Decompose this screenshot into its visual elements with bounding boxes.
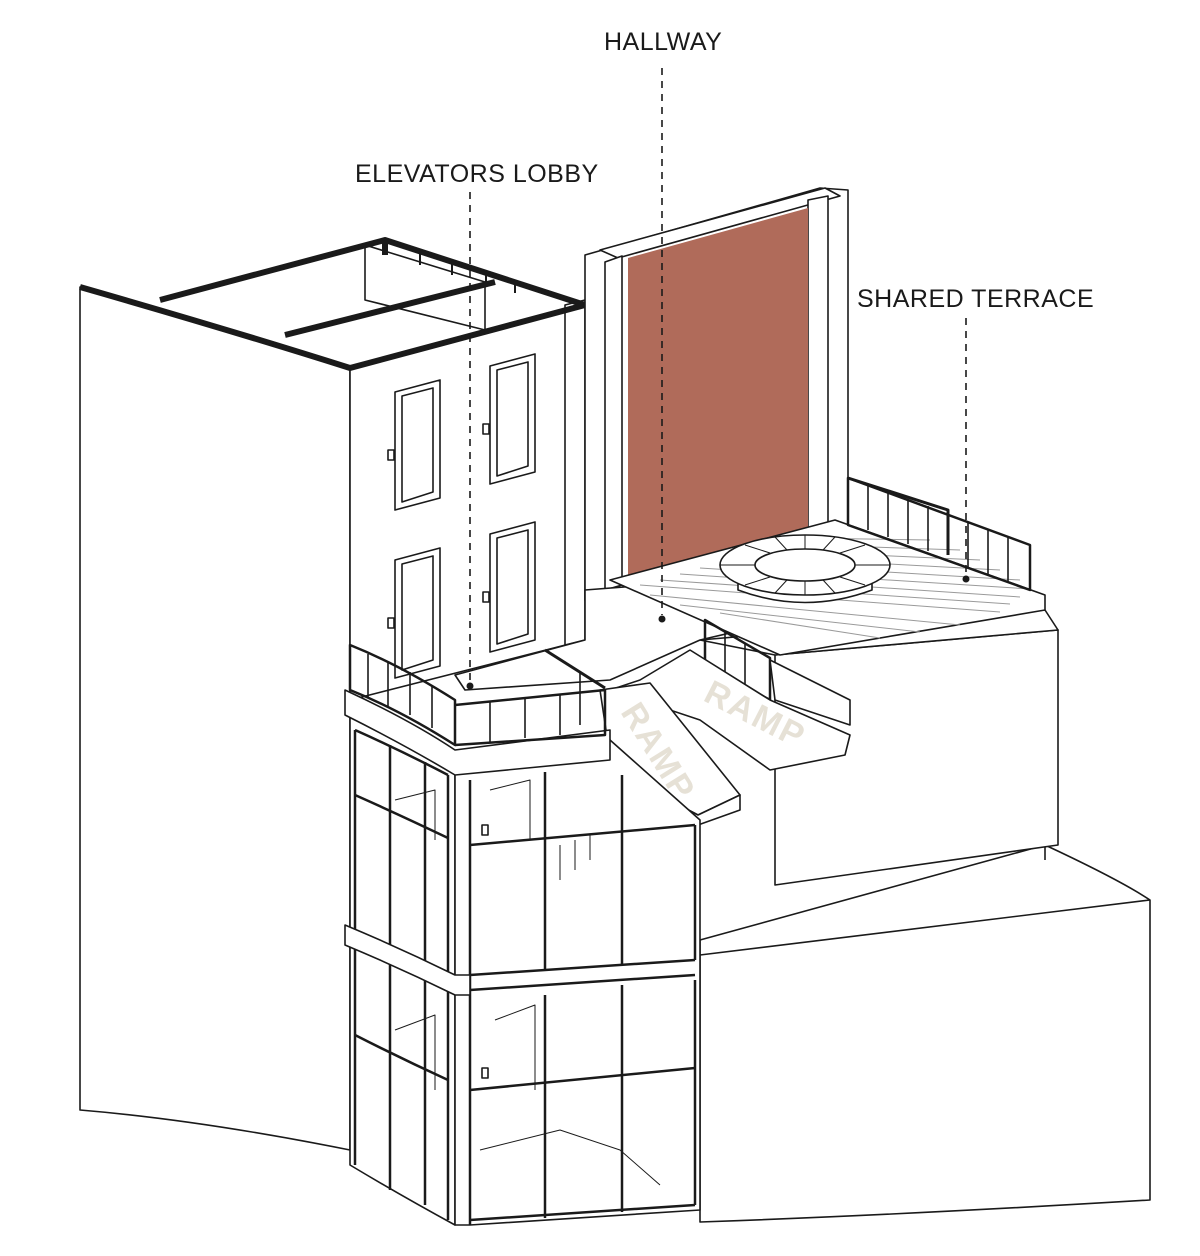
hallway-frame-top bbox=[599, 187, 841, 259]
lower-right-block-edge bbox=[699, 899, 1151, 956]
hallway-left-post bbox=[604, 255, 623, 591]
shared-terrace-label: SHARED TERRACE bbox=[857, 285, 1095, 313]
circular-firepit bbox=[719, 534, 891, 604]
elevator-buttons bbox=[481, 824, 489, 1079]
glass-tower-floor-slab bbox=[344, 924, 471, 996]
elevator-core-side bbox=[564, 299, 586, 646]
left-main-wall bbox=[79, 286, 351, 1151]
roof-frame bbox=[79, 237, 586, 371]
glass-tower-mullions bbox=[353, 728, 697, 1225]
elevator-core-front bbox=[349, 304, 586, 701]
leader-lines bbox=[469, 68, 967, 682]
hallway-label: HALLWAY bbox=[604, 28, 723, 56]
lower-right-block bbox=[699, 844, 1151, 1223]
hallway-accent-wall bbox=[628, 208, 808, 580]
elevators-lobby-label: ELEVATORS LOBBY bbox=[355, 160, 599, 188]
roof-frame-posts bbox=[419, 252, 516, 293]
ramp-upper-top bbox=[769, 659, 851, 726]
lobby-railing bbox=[348, 643, 607, 747]
ramp-upper bbox=[609, 649, 851, 771]
terrace-railing bbox=[703, 476, 1032, 702]
interior-stairs bbox=[394, 779, 661, 1186]
glass-tower-top-slab bbox=[344, 689, 611, 776]
elevator-doors bbox=[387, 353, 536, 679]
leader-dots bbox=[466, 575, 970, 690]
